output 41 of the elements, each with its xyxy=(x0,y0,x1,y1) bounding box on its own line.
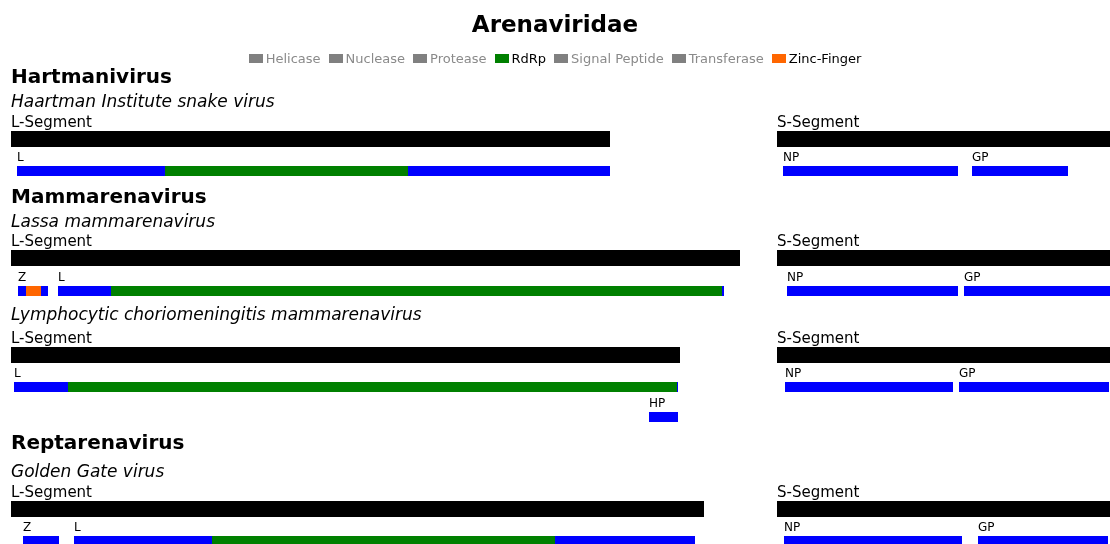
gene-label: GP xyxy=(972,151,989,163)
gene-label: HP xyxy=(649,397,666,409)
legend-label: RdRp xyxy=(511,51,547,66)
segment-label: L-Segment xyxy=(11,331,92,346)
gene-label: GP xyxy=(978,521,995,533)
segment-label: L-Segment xyxy=(11,485,92,500)
segment-label: L-Segment xyxy=(11,234,92,249)
legend-label: Signal Peptide xyxy=(571,51,664,66)
segment-label: L-Segment xyxy=(11,115,92,130)
species-name: Golden Gate virus xyxy=(11,461,165,481)
domain-bar xyxy=(212,536,555,544)
genus-heading: Hartmanivirus xyxy=(11,64,172,88)
legend-label: Nuclease xyxy=(345,51,406,66)
gene-label: GP xyxy=(964,271,981,283)
legend-label: Helicase xyxy=(265,51,321,66)
segment-label: S-Segment xyxy=(777,331,860,346)
segment-label: S-Segment xyxy=(777,115,860,130)
genus-heading: Reptarenavirus xyxy=(11,430,185,454)
legend-label: Zinc-Finger xyxy=(788,51,862,66)
gene-label: NP xyxy=(785,367,802,379)
species-name: Haartman Institute snake virus xyxy=(11,91,275,111)
species-name: Lymphocytic choriomeningitis mammarenavirus xyxy=(11,304,422,324)
gene-label: NP xyxy=(783,151,800,163)
species-name: Lassa mammarenavirus xyxy=(11,211,215,231)
gene-label: NP xyxy=(787,271,804,283)
gene-label: L xyxy=(74,521,81,533)
gene-label: NP xyxy=(784,521,801,533)
gene-label: L xyxy=(58,271,65,283)
diagram-title: Arenaviridae xyxy=(471,11,639,37)
domain-bar xyxy=(165,166,408,176)
legend-label: Transferase xyxy=(688,51,764,66)
segment-label: S-Segment xyxy=(777,234,860,249)
gene-label: Z xyxy=(23,521,32,533)
gene-label: L xyxy=(14,367,21,379)
genus-heading: Mammarenavirus xyxy=(11,184,207,208)
legend-label: Protease xyxy=(430,51,487,66)
domain-bar xyxy=(26,286,41,296)
gene-label: GP xyxy=(959,367,976,379)
gene-label: L xyxy=(17,151,24,163)
segment-label: S-Segment xyxy=(777,485,860,500)
gene-label: Z xyxy=(18,271,27,283)
